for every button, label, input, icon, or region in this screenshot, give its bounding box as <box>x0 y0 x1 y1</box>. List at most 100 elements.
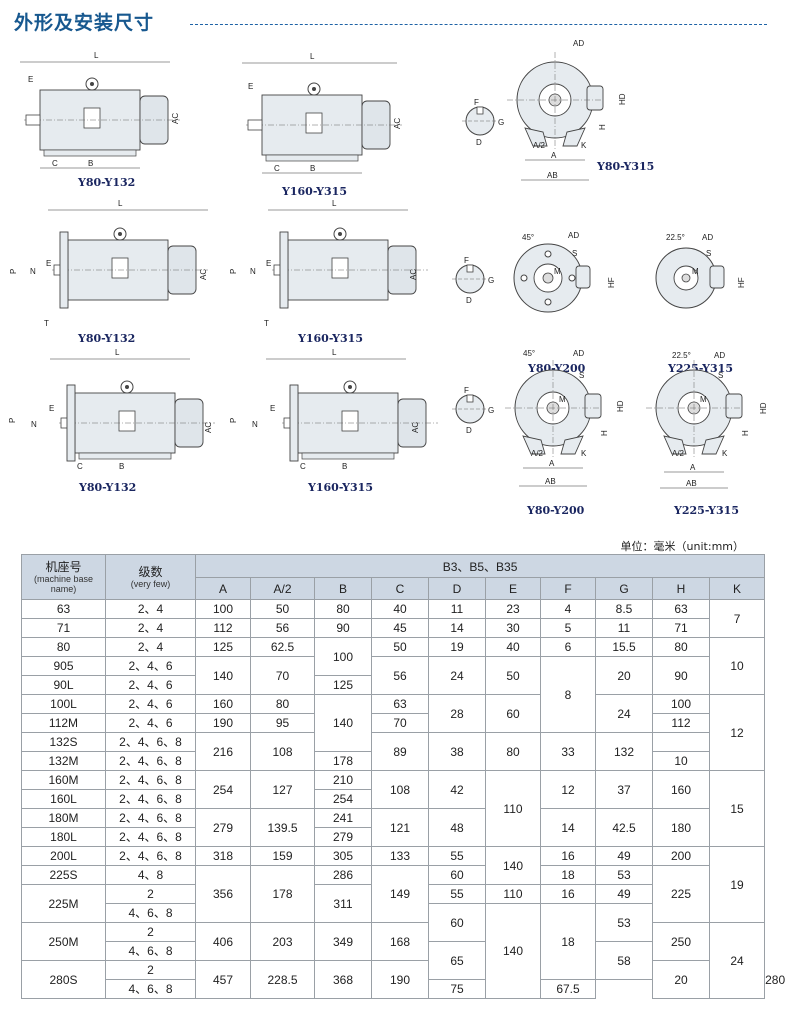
table-cell: 160M <box>21 770 106 790</box>
table-cell: 100L <box>21 694 106 714</box>
table-cell: 318 <box>195 846 251 866</box>
table-cell: 16 <box>540 846 596 866</box>
table-cell: 254 <box>314 789 372 809</box>
table-cell: 56 <box>250 618 315 638</box>
dimension-label: 22.5° <box>672 351 691 360</box>
table-cell: 18 <box>540 903 596 980</box>
table-cell: 280S <box>21 960 106 999</box>
table-cell: 132 <box>595 732 653 771</box>
title-divider <box>190 24 767 25</box>
dimension-label: S <box>579 371 584 380</box>
dimension-label: P <box>229 269 238 274</box>
header-poles: 级数 (very few) <box>105 554 196 600</box>
header-F: F <box>540 577 596 600</box>
table-cell: 279 <box>195 808 251 847</box>
drawing-row3-end-large: 22.5° AD M S HD H A/2 K A AB Y225-Y315 <box>645 351 768 517</box>
table-cell: 50 <box>250 599 315 619</box>
table-cell: 90 <box>652 656 710 695</box>
table-cell: 100 <box>314 637 372 676</box>
dimension-label: K <box>581 449 587 458</box>
table-cell: 149 <box>371 865 429 923</box>
table-cell: 178 <box>250 865 315 923</box>
table-cell: 12 <box>540 770 596 809</box>
table-cell: 349 <box>314 922 372 961</box>
dimension-label: E <box>49 404 54 413</box>
header-G: G <box>595 577 653 600</box>
table-cell: 42 <box>428 770 486 809</box>
header-A2: A/2 <box>250 577 315 600</box>
drawing-row1-foot-large: L E C B AC Y160-Y315 <box>242 52 403 198</box>
dimension-label: HD <box>618 93 627 105</box>
dimension-label: N <box>252 420 258 429</box>
table-cell: 2、4、6、8 <box>105 827 196 847</box>
dimension-label: L <box>118 199 123 208</box>
drawing-part: A A/2 B C D E F G H K <box>22 577 766 600</box>
table-cell: 168 <box>371 922 429 961</box>
table-cell: 23 <box>485 599 541 619</box>
dimension-drawings: L E C B AC Y80-Y132 L E C B AC Y160-Y315… <box>8 39 768 517</box>
dimension-label: AC <box>171 113 180 124</box>
header-group: B3、B5、B35 <box>194 554 766 578</box>
table-cell: 132M <box>21 751 106 771</box>
table-cell: 200 <box>652 846 710 866</box>
dimension-label: AB <box>545 477 556 486</box>
table-cell: 50 <box>485 656 541 695</box>
table-cell: 254 <box>195 770 251 809</box>
dimension-label: E <box>248 82 253 91</box>
table-cell: 368 <box>314 960 372 999</box>
dimension-label: A/2 <box>531 449 544 458</box>
table-cell: 38 <box>428 732 486 771</box>
dimension-label: 22.5° <box>666 233 685 242</box>
table-cell: 14 <box>428 618 486 638</box>
table-cell: 241 <box>314 808 372 828</box>
table-cell: 80 <box>314 599 372 619</box>
table-cell: 112 <box>652 713 710 733</box>
table-cell: 4 <box>540 599 596 619</box>
table-cell: 60 <box>428 865 486 885</box>
caption-r2c1: Y80-Y132 <box>77 332 135 345</box>
drawing-row2-flange-end: 45° AD M S HF Y80-Y200 <box>513 231 616 375</box>
dimension-label: B <box>119 462 124 471</box>
drawing-row3-shaft: F G D <box>451 386 494 435</box>
table-cell: 140 <box>195 656 251 695</box>
drawing-part: 机座号 (machine base name) 级数 (very few) B3… <box>21 554 766 600</box>
table-cell: 4、8 <box>105 865 196 885</box>
dimension-label: L <box>115 348 120 357</box>
table-cell: 19 <box>708 846 766 923</box>
drawing-row1-end: AD HD H A/2 K A AB Y80-Y315 <box>506 39 654 181</box>
caption-r3c2: Y160-Y315 <box>307 481 373 494</box>
table-cell: 112 <box>195 618 251 638</box>
table-cell: 125 <box>195 637 251 657</box>
table-cell: 24 <box>428 656 486 695</box>
table-cell: 100 <box>652 694 710 714</box>
table-cell: 45 <box>371 618 429 638</box>
dimension-label: B <box>88 159 93 168</box>
dimension-label: H <box>741 430 750 436</box>
table-cell: 71 <box>652 618 710 638</box>
table-cell: 89 <box>371 732 429 771</box>
dimension-label: HF <box>737 277 746 288</box>
table-cell: 2、4 <box>105 637 196 657</box>
table-cell: 159 <box>250 846 315 866</box>
dimension-label: M <box>692 267 699 276</box>
dimension-label: N <box>250 267 256 276</box>
table-cell: 58 <box>595 941 653 980</box>
table-cell: 37 <box>595 770 653 809</box>
table-cell: 250 <box>652 922 710 961</box>
unit-note: 单位：毫米（unit:mm） <box>620 540 744 553</box>
table-cell: 2、4 <box>105 599 196 619</box>
caption-r1c3: Y80-Y315 <box>596 160 654 173</box>
table-cell: 140 <box>485 903 541 999</box>
table-cell: 110 <box>485 884 541 904</box>
table-cell: 80 <box>250 694 315 714</box>
table-cell: 110 <box>485 770 541 847</box>
dimension-label: F <box>464 256 469 265</box>
table-cell: 160 <box>652 770 710 809</box>
table-cell: 10 <box>652 751 710 771</box>
dimension-label: M <box>554 267 561 276</box>
